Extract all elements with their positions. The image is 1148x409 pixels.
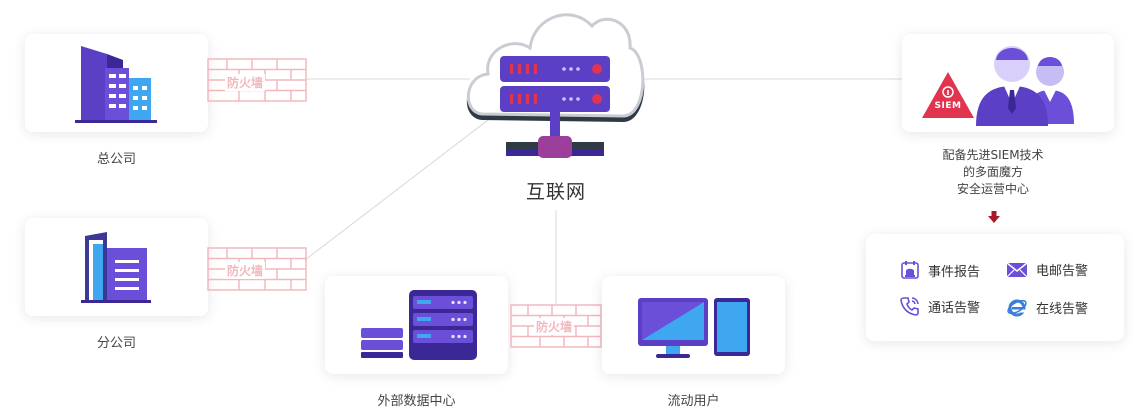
alert-phone: 通话告警 xyxy=(900,296,980,316)
firewall-hq-label: 防火墙 xyxy=(225,74,266,91)
siem-line-3: 安全运营中心 xyxy=(956,182,1029,196)
datacenter-label: 外部数据中心 xyxy=(377,394,456,409)
hq-label: 总公司 xyxy=(96,152,136,167)
firewall-bottom-label: 防火墙 xyxy=(534,318,575,335)
alert-mail-label: 电邮告警 xyxy=(1036,264,1089,279)
internet-label: 互联网 xyxy=(525,181,586,203)
mobile-users-label: 流动用户 xyxy=(667,394,720,409)
mobile-users-card xyxy=(602,276,785,374)
mail-icon xyxy=(1006,261,1028,277)
down-arrow-icon xyxy=(988,211,1000,223)
alert-phone-label: 通话告警 xyxy=(928,300,981,316)
hq-building-icon xyxy=(75,46,157,123)
siem-card: SIEM xyxy=(902,34,1114,132)
alert-online-label: 在线告警 xyxy=(1036,301,1089,317)
firewall-branch-label: 防火墙 xyxy=(225,262,266,279)
hq-card xyxy=(25,34,208,132)
branch-label: 分公司 xyxy=(96,336,136,351)
alert-report: 事件报告 xyxy=(900,260,980,280)
siem-line-1: 配备先进SIEM技术 xyxy=(942,148,1044,162)
alert-mail: 电邮告警 xyxy=(1006,260,1088,279)
alert-report-label: 事件报告 xyxy=(928,264,981,280)
internet-cloud-icon xyxy=(466,13,645,158)
siem-description: 配备先进SIEM技术 的多面魔方 安全运营中心 xyxy=(918,147,1068,198)
mobile-devices-icon xyxy=(638,298,750,358)
phone-icon xyxy=(900,297,919,316)
alert-online: 在线告警 xyxy=(1006,296,1088,318)
security-team-icon xyxy=(976,46,1074,126)
branch-card xyxy=(25,218,208,316)
branch-building-icon xyxy=(81,232,151,303)
siem-warning-icon xyxy=(922,72,974,118)
alerts-card: 事件报告 电邮告警 通话告警 在线告警 xyxy=(866,234,1124,341)
datacenter-card xyxy=(325,276,508,374)
ie-icon xyxy=(1007,299,1027,317)
siem-line-2: 的多面魔方 xyxy=(962,165,1023,179)
datacenter-server-icon xyxy=(361,290,477,360)
report-icon xyxy=(901,261,919,279)
siem-badge: SIEM xyxy=(934,101,962,111)
